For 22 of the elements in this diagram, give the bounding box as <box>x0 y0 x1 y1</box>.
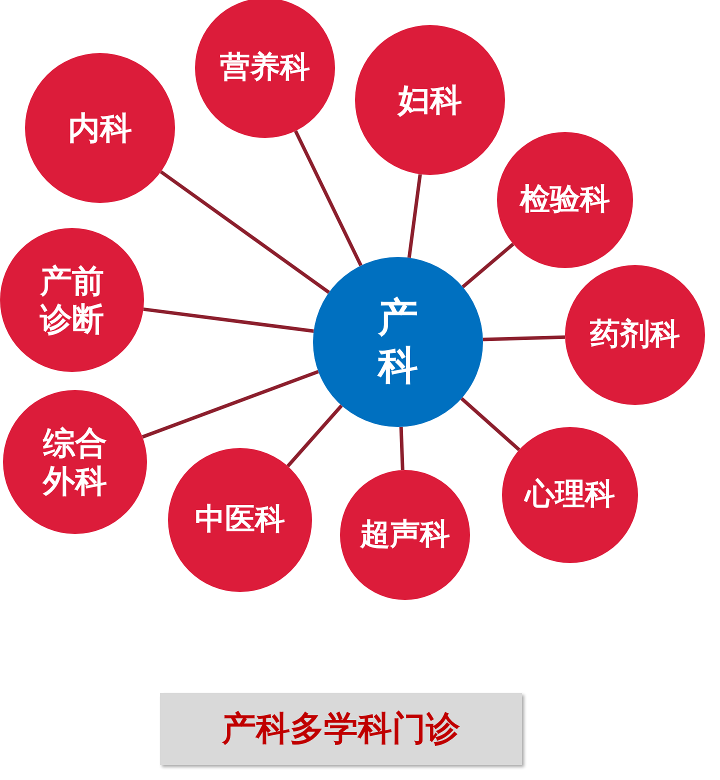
connector-line <box>294 130 362 266</box>
connector-line <box>462 242 514 288</box>
connector-line <box>286 404 343 468</box>
department-circle: 营养科 <box>195 0 335 138</box>
connector-line <box>160 170 330 294</box>
department-circle: 综合外科 <box>3 390 147 534</box>
center-circle: 产科 <box>313 257 483 427</box>
title-banner: 产科多学科门诊 <box>160 693 522 765</box>
connector-line <box>482 335 566 342</box>
connector-line <box>399 426 404 470</box>
department-circle: 妇科 <box>355 25 505 175</box>
department-circle: 内科 <box>25 53 175 203</box>
department-circle: 超声科 <box>340 470 470 600</box>
department-circle: 心理科 <box>502 427 638 563</box>
department-circle: 检验科 <box>497 132 633 268</box>
department-circle: 产前诊断 <box>0 228 144 372</box>
connector-line <box>407 174 422 258</box>
connector-line <box>142 370 319 439</box>
connector-line <box>143 307 314 333</box>
department-circle: 药剂科 <box>565 265 705 405</box>
department-circle: 中医科 <box>168 448 312 592</box>
connector-line <box>460 397 520 452</box>
